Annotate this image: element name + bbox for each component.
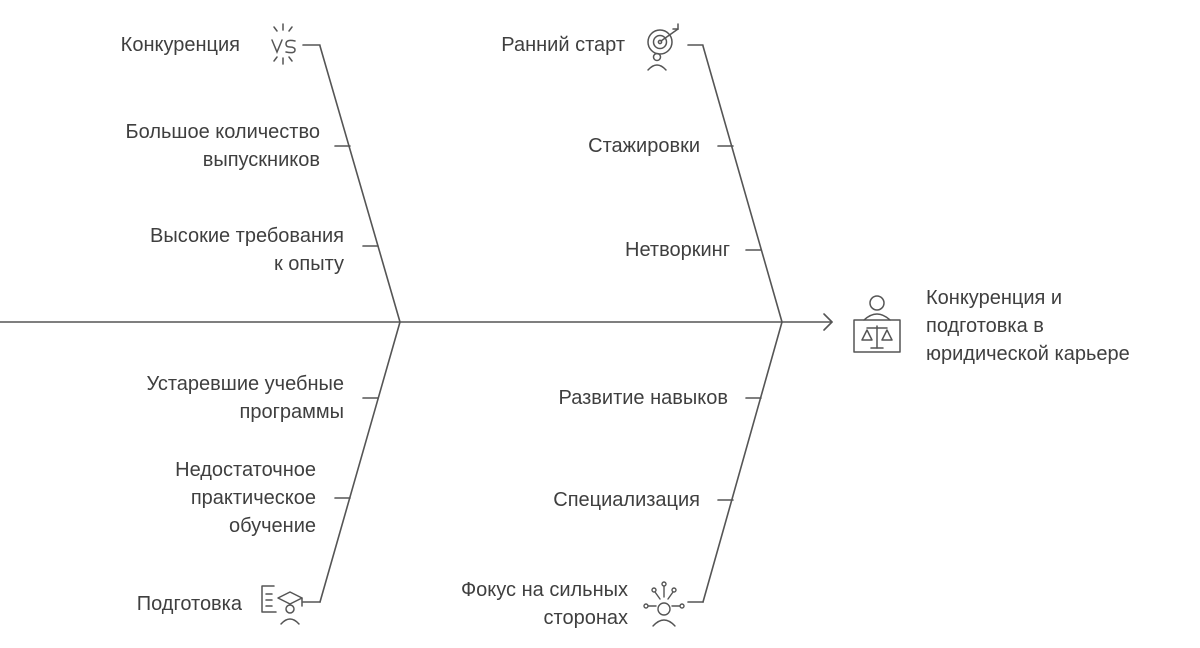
cause-early-start-2: Нетворкинг (625, 239, 730, 261)
lawyer-scales-icon (853, 295, 901, 353)
target-person-icon (647, 23, 679, 71)
cause-focus-2: Специализация (553, 489, 700, 511)
vs-icon (271, 23, 296, 65)
cause-early-start-1: Стажировки (588, 135, 700, 157)
branch-line-preparation (319, 321, 401, 603)
cause-preparation-2: Недостаточное практическое обучение (175, 459, 316, 537)
graduate-document-icon (261, 585, 303, 625)
branch-title-preparation: Подготовка (136, 593, 242, 615)
branch-title-early-start: Ранний старт (501, 34, 625, 56)
branch-line-focus (702, 321, 783, 603)
branch-line-competition (319, 45, 401, 323)
branch-title-focus: Фокус на сильных сторонах (460, 579, 628, 629)
cause-competition-1: Большое количество выпускников (125, 121, 320, 171)
cause-focus-1: Развитие навыков (558, 387, 728, 409)
cause-preparation-1: Устаревшие учебные программы (146, 373, 344, 423)
branch-line-early-start (702, 45, 783, 323)
spine-arrowhead (823, 313, 833, 331)
person-network-icon (643, 581, 685, 627)
cause-competition-2: Высокие требования к опыту (150, 225, 344, 275)
head-label: Конкуренция и подготовка в юридической к… (926, 287, 1130, 365)
branch-title-competition: Конкуренция (120, 34, 240, 56)
